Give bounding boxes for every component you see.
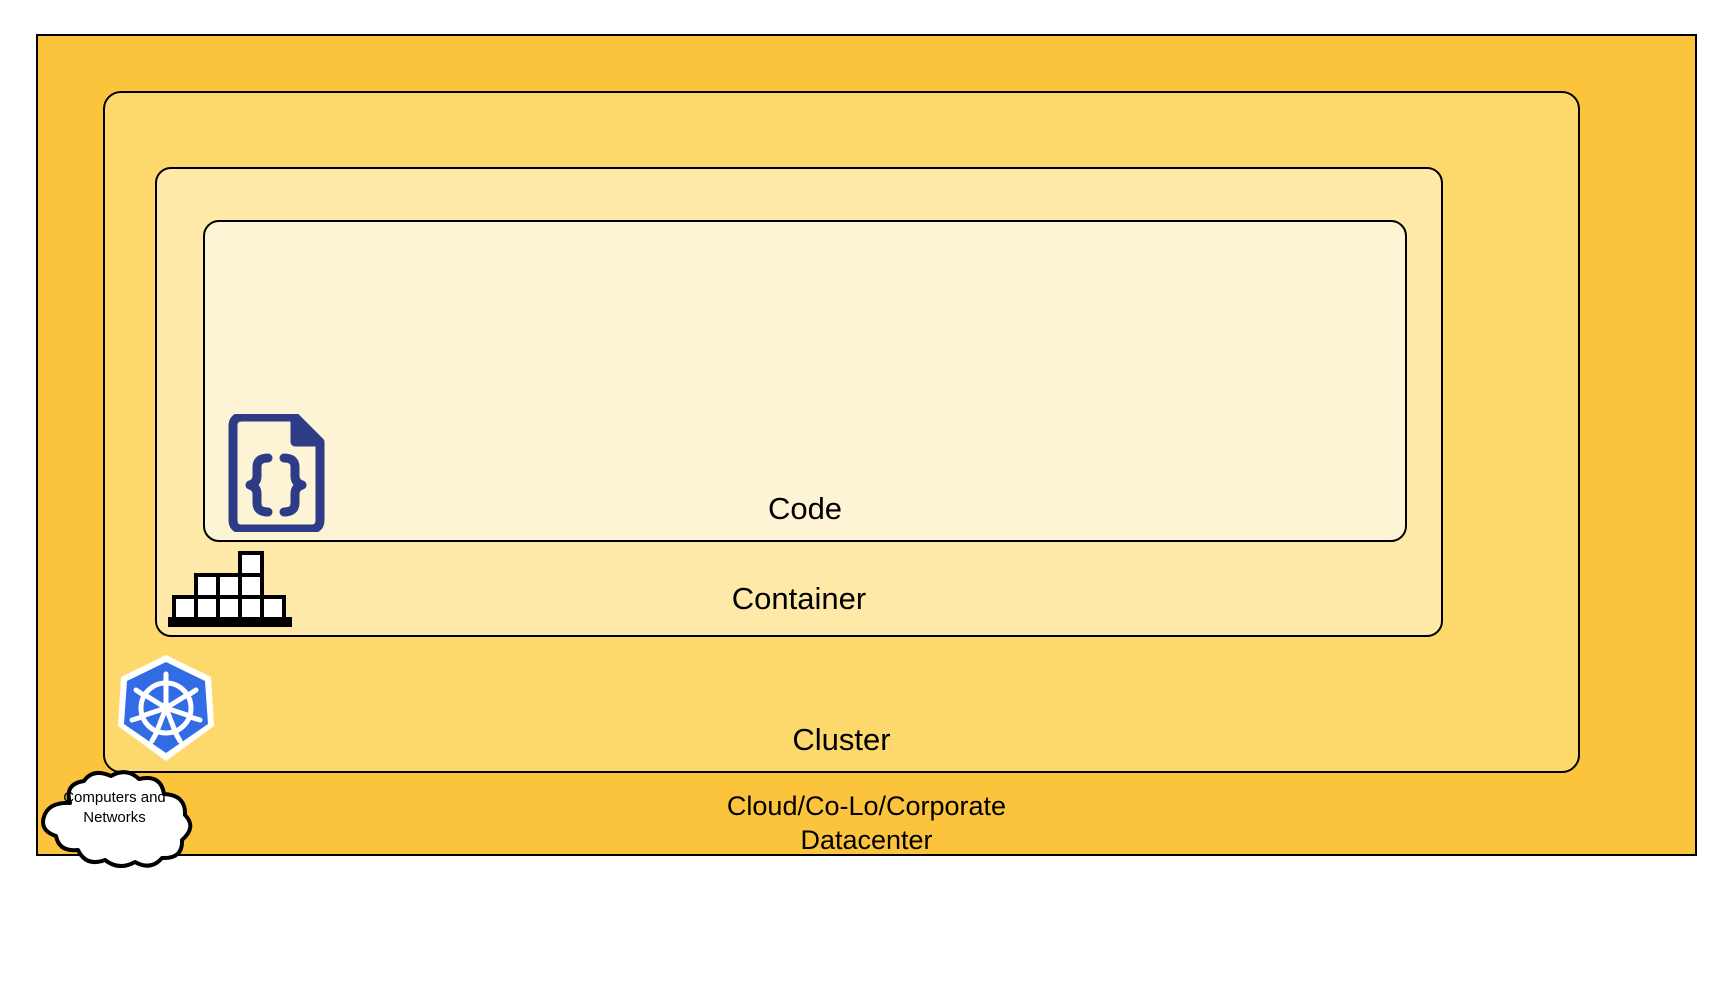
computers-and-networks-cloud[interactable] (31, 770, 198, 868)
layer-label-container: Container (731, 581, 867, 616)
code-document-icon (228, 414, 325, 532)
layer-label-code: Code (767, 491, 843, 526)
layer-code[interactable] (203, 220, 1407, 542)
layer-label-cluster: Cluster (792, 722, 891, 757)
container-stack-icon (168, 551, 292, 627)
layer-label-datacenter: Cloud/Co-Lo/Corporate Datacenter (726, 791, 1007, 856)
kubernetes-icon (118, 655, 214, 761)
